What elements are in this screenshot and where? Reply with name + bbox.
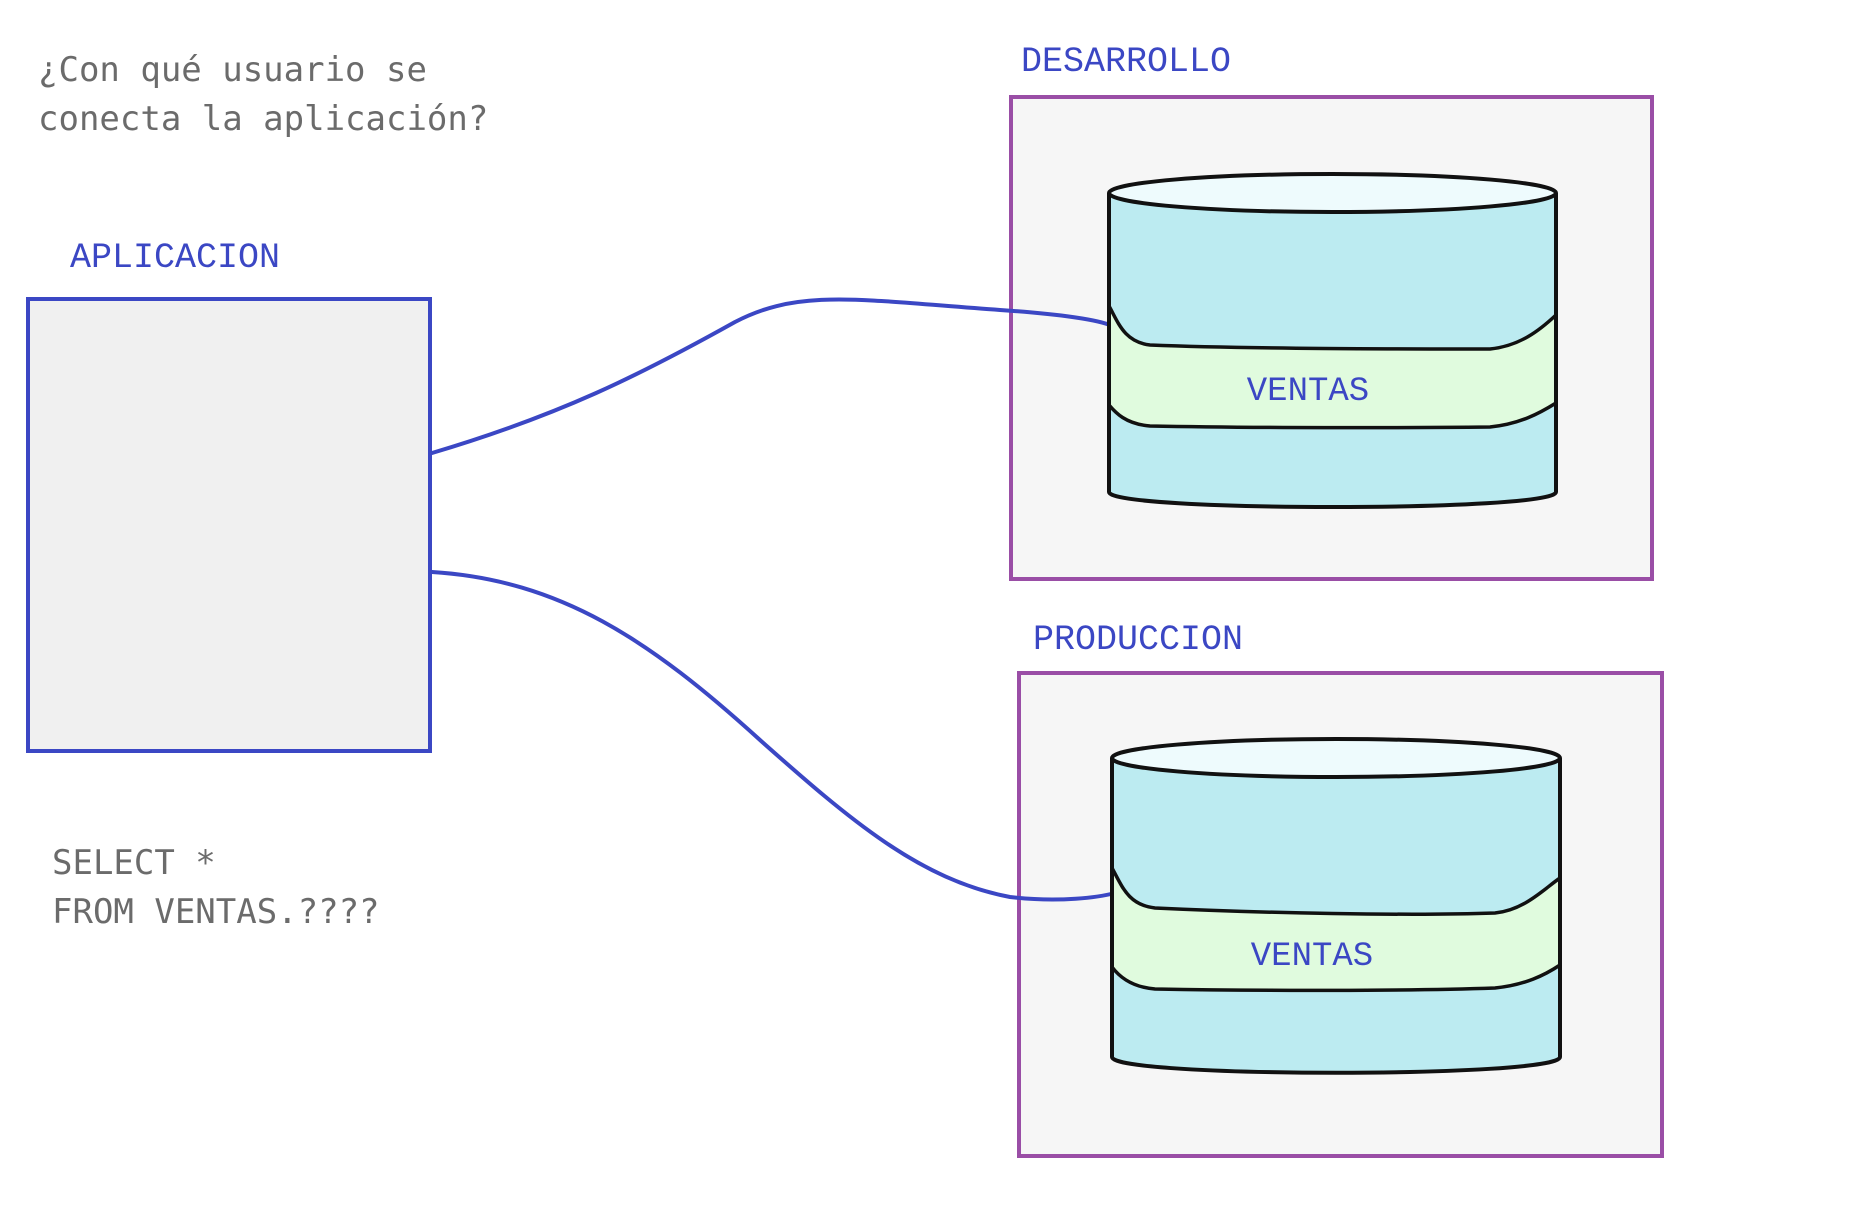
application-label: APLICACION	[70, 238, 281, 278]
connector-app-to-desarrollo	[430, 297, 1114, 455]
connector-app-to-produccion	[430, 570, 1117, 902]
cylinder-top	[1107, 172, 1558, 214]
database-cylinder-desarrollo: VENTAS	[1107, 172, 1558, 509]
question-line-1: ¿Con qué usuario se	[38, 50, 427, 90]
cylinder-sides	[1110, 758, 1562, 1075]
question-note: ¿Con qué usuario se conecta la aplicació…	[38, 46, 488, 144]
question-line-2: conecta la aplicación?	[38, 99, 489, 139]
application-box	[26, 297, 432, 753]
schema-band	[1112, 868, 1560, 991]
environment-label-desarrollo: DESARROLLO	[1021, 42, 1232, 82]
schema-band-top-edge	[1107, 305, 1558, 351]
environment-label-produccion: PRODUCCION	[1033, 620, 1244, 660]
schema-label-produccion: VENTAS	[1251, 938, 1373, 976]
schema-band	[1109, 306, 1556, 428]
schema-label-desarrollo: VENTAS	[1247, 373, 1369, 411]
cylinder-top	[1110, 737, 1562, 779]
query-line-2: FROM VENTAS.????	[52, 892, 380, 932]
query-line-1: SELECT *	[52, 843, 216, 883]
schema-band-top-edge	[1110, 867, 1561, 916]
schema-band-bottom-edge	[1110, 963, 1561, 993]
sql-query-note: SELECT * FROM VENTAS.????	[52, 839, 380, 937]
database-cylinder-produccion: VENTAS	[1110, 737, 1562, 1075]
schema-band-bottom-edge	[1107, 401, 1557, 430]
cylinder-sides	[1107, 193, 1558, 509]
